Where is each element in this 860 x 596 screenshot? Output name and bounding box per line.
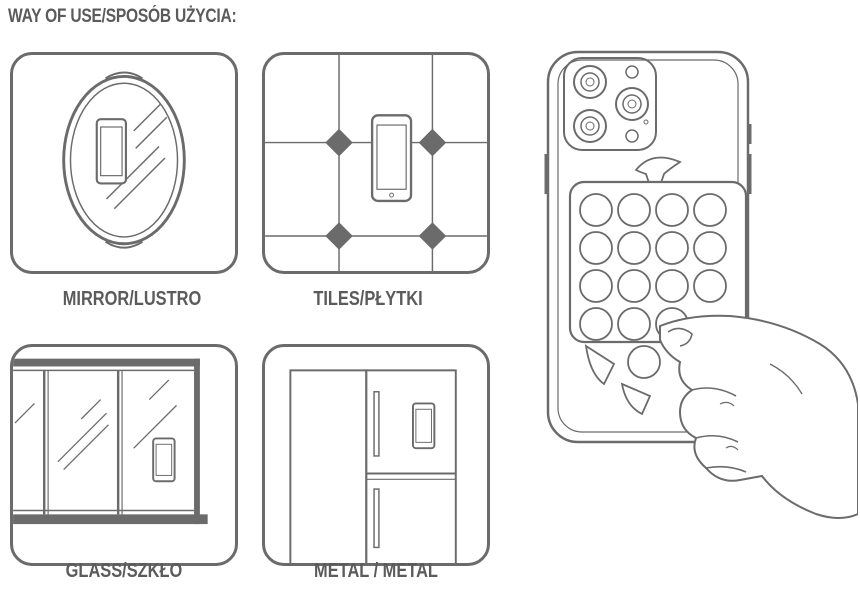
- panel-glass: [10, 344, 238, 566]
- panel-metal: [262, 344, 490, 566]
- panel-tiles: [262, 52, 490, 274]
- caption-tiles: TILES/PŁYTKI: [313, 288, 423, 310]
- mirror-icon: [62, 71, 186, 249]
- page-title: WAY OF USE/SPOSÓB UŻYCIA:: [8, 6, 237, 27]
- caption-mirror: MIRROR/LUSTRO: [62, 288, 202, 310]
- glass-window-icon: [13, 358, 208, 525]
- tiles-icon: [265, 55, 487, 271]
- caption-glass: GLASS/SZKŁO: [65, 560, 183, 582]
- panel-mirror: [10, 52, 238, 274]
- caption-metal: METAL / METAL: [314, 560, 438, 582]
- fridge-icon: [289, 369, 457, 563]
- hand-holding-phone-with-suction-case-icon: [544, 50, 858, 519]
